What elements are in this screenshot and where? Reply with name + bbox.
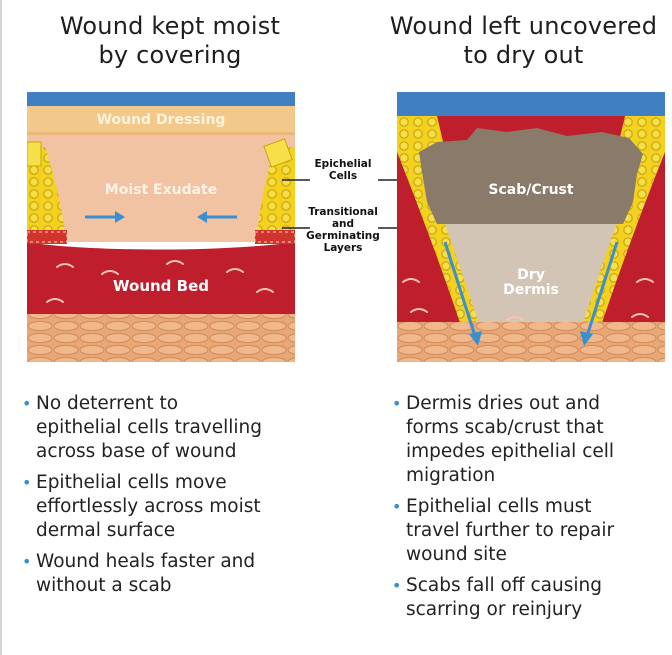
wound-bed-label: Wound Bed bbox=[77, 280, 245, 292]
left-bullet-3-line-2: without a scab bbox=[36, 574, 322, 598]
right-bullet-3-line-2: scarring or reinjury bbox=[406, 598, 672, 622]
skin-cell-layer bbox=[397, 322, 665, 362]
bullet-dot: • bbox=[392, 574, 401, 598]
right-bullet-3: • Scabs fall off causing scarring or rei… bbox=[392, 574, 672, 622]
right-bullet-2-line-2: travel further to repair bbox=[406, 519, 672, 543]
right-bullet-2-line-3: wound site bbox=[406, 543, 672, 567]
scab-crust bbox=[419, 128, 643, 224]
right-bullet-2: • Epithelial cells must travel further t… bbox=[392, 495, 672, 567]
scab-crust-label: Scab/Crust bbox=[457, 184, 605, 196]
moist-wound-diagram: Wound Dressing Moist Exudate Wound Bed bbox=[27, 92, 295, 362]
bullet-dot: • bbox=[392, 495, 401, 519]
right-title-line-1: Wound left uncovered bbox=[375, 12, 672, 41]
sky-band bbox=[397, 92, 665, 116]
pointer-lines bbox=[280, 170, 410, 240]
left-bullet-1-line-2: epithelial cells travelling bbox=[36, 416, 322, 440]
left-title-line-1: Wound kept moist bbox=[20, 12, 320, 41]
left-bullet-2-line-1: Epithelial cells move bbox=[36, 471, 322, 495]
right-bullet-list: • Dermis dries out and forms scab/crust … bbox=[392, 392, 672, 629]
right-bullet-1-line-4: migration bbox=[406, 464, 672, 488]
left-title: Wound kept moist by covering bbox=[20, 12, 320, 70]
sky-band bbox=[27, 92, 295, 106]
left-bullet-3: • Wound heals faster and without a scab bbox=[22, 550, 322, 598]
right-bullet-1: • Dermis dries out and forms scab/crust … bbox=[392, 392, 672, 488]
dry-dermis-label: Dry Dermis bbox=[481, 268, 581, 298]
right-bullet-2-line-1: Epithelial cells must bbox=[406, 495, 672, 519]
right-bullet-1-line-1: Dermis dries out and bbox=[406, 392, 672, 416]
left-bullet-1-line-1: No deterrent to bbox=[36, 392, 322, 416]
right-bullet-1-line-3: impedes epithelial cell bbox=[406, 440, 672, 464]
bullet-dot: • bbox=[22, 550, 31, 574]
left-bullet-2-line-2: effortlessly across moist bbox=[36, 495, 322, 519]
right-bullet-1-line-2: forms scab/crust that bbox=[406, 416, 672, 440]
skin-cell-layer bbox=[27, 314, 295, 362]
left-title-line-2: by covering bbox=[20, 41, 320, 70]
bullet-dot: • bbox=[22, 392, 31, 416]
left-bullet-1: • No deterrent to epithelial cells trave… bbox=[22, 392, 322, 464]
right-title-line-2: to dry out bbox=[375, 41, 672, 70]
right-title: Wound left uncovered to dry out bbox=[375, 12, 672, 70]
moist-exudate-label: Moist Exudate bbox=[77, 184, 245, 196]
dry-dermis-line-1: Dry bbox=[481, 268, 581, 283]
left-bullet-1-line-3: across base of wound bbox=[36, 440, 322, 464]
dry-wound-diagram: Scab/Crust Dry Dermis bbox=[397, 92, 665, 362]
left-bullet-list: • No deterrent to epithelial cells trave… bbox=[22, 392, 322, 605]
epithelial-cells-line-1: Epichelial bbox=[300, 158, 386, 170]
bullet-dot: • bbox=[392, 392, 401, 416]
dry-dermis-line-2: Dermis bbox=[481, 283, 581, 298]
right-bullet-3-line-1: Scabs fall off causing bbox=[406, 574, 672, 598]
left-bullet-3-line-1: Wound heals faster and bbox=[36, 550, 322, 574]
left-border-line bbox=[0, 0, 2, 655]
left-bullet-2: • Epithelial cells move effortlessly acr… bbox=[22, 471, 322, 543]
wound-dressing-label: Wound Dressing bbox=[77, 114, 245, 126]
transitional-line-4: Layers bbox=[300, 242, 386, 254]
left-bullet-2-line-3: dermal surface bbox=[36, 519, 322, 543]
bullet-dot: • bbox=[22, 471, 31, 495]
